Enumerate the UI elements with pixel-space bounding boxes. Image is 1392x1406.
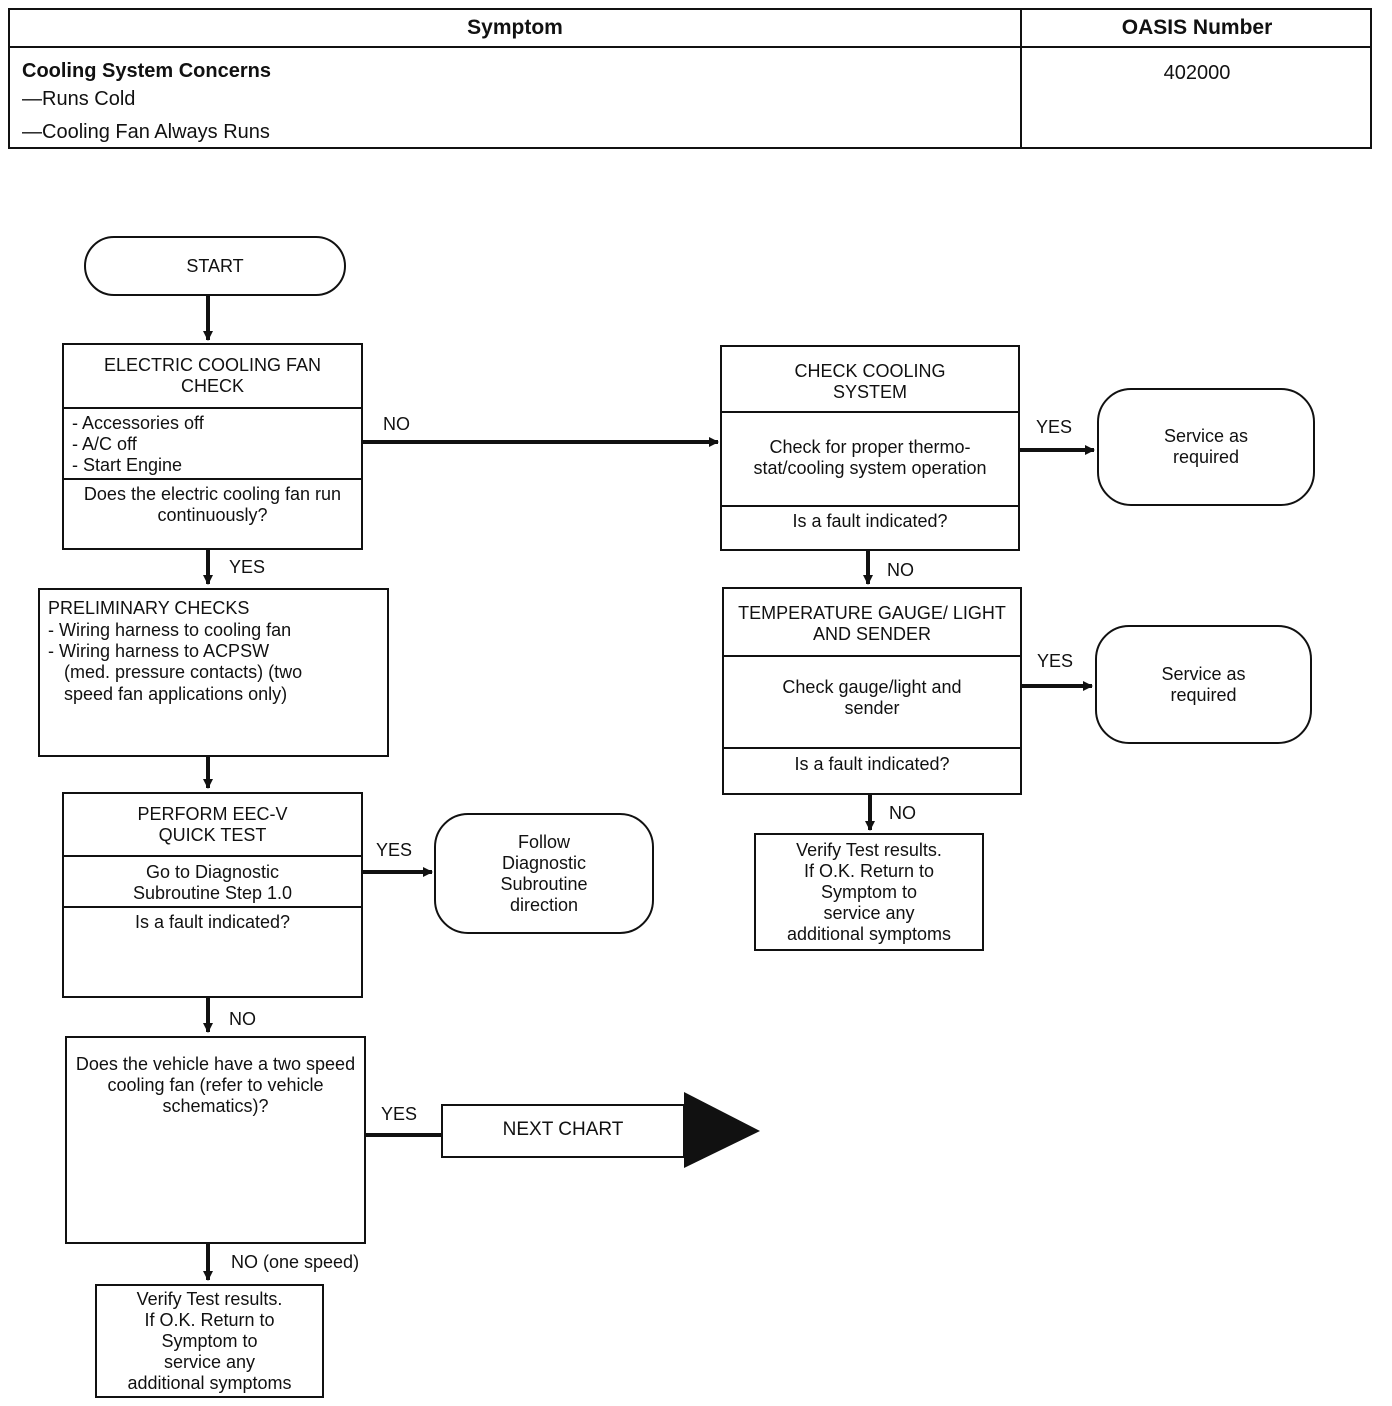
edge-label-yes: YES (1037, 651, 1074, 671)
check-cooling-question: Is a fault indicated? (792, 511, 948, 531)
fan-check-step: - Accessories off (72, 413, 204, 433)
verify-line: If O.K. Return to (144, 1310, 275, 1330)
verify-line: If O.K. Return to (803, 861, 935, 881)
verify-line: additional symptoms (786, 924, 952, 944)
next-chart-label: NEXT CHART (502, 1119, 624, 1140)
temp-gauge-question: Is a fault indicated? (794, 754, 950, 774)
preliminary-item: - Wiring harness to ACPSW (48, 641, 270, 661)
check-cooling-action: Check for proper thermo- stat/cooling sy… (753, 437, 987, 478)
two-speed-question: Does the vehicle have a two speed coolin… (75, 1054, 356, 1116)
verify-line: Symptom to (820, 882, 918, 902)
table-header-divider (10, 46, 1370, 48)
temp-gauge-box: TEMPERATURE GAUGE/ LIGHT AND SENDER Chec… (722, 587, 1022, 795)
follow-diagnostic-terminal: Follow Diagnostic Subroutine direction (434, 813, 654, 934)
symptom-item: —Cooling Fan Always Runs (22, 121, 270, 143)
service-terminal-1: Service as required (1097, 388, 1315, 506)
edge-label-no: NO (889, 803, 916, 823)
verify-line: Symptom to (161, 1331, 258, 1351)
separator (64, 906, 361, 908)
oasis-number: 402000 (1163, 62, 1231, 84)
symptom-column-header: Symptom (467, 16, 563, 39)
oasis-column-header: OASIS Number (1121, 16, 1273, 39)
separator (722, 411, 1018, 413)
edge-label-yes: YES (229, 557, 266, 577)
separator (724, 655, 1020, 657)
symptom-table: Symptom OASIS Number Cooling System Conc… (8, 8, 1372, 149)
service-label: Service as required (1163, 426, 1249, 467)
check-cooling-box: CHECK COOLING SYSTEM Check for proper th… (720, 345, 1020, 551)
verify-line: service any (163, 1352, 256, 1372)
temp-gauge-action: Check gauge/light and sender (782, 677, 962, 718)
check-cooling-title: CHECK COOLING SYSTEM (794, 361, 946, 402)
separator (64, 407, 361, 409)
edge-label-no: NO (383, 414, 410, 434)
preliminary-item: speed fan applications only) (64, 684, 288, 704)
preliminary-checks-box: PRELIMINARY CHECKS - Wiring harness to c… (38, 588, 389, 757)
table-divider (1020, 10, 1022, 147)
start-label: START (186, 255, 244, 276)
quick-test-box: PERFORM EEC-V QUICK TEST Go to Diagnosti… (62, 792, 363, 998)
verify-line: service any (823, 903, 915, 923)
quick-test-question: Is a fault indicated? (134, 912, 291, 932)
fan-check-step: - Start Engine (72, 455, 183, 475)
verify-right-box: Verify Test results. If O.K. Return to S… (754, 833, 984, 951)
quick-test-title: PERFORM EEC-V QUICK TEST (137, 804, 288, 845)
next-chart-box (441, 1104, 685, 1158)
start-terminal: START (84, 236, 346, 296)
verify-left-box: Verify Test results. If O.K. Return to S… (95, 1284, 324, 1398)
fan-check-question: Does the electric cooling fan run contin… (83, 484, 342, 525)
two-speed-box: Does the vehicle have a two speed coolin… (65, 1036, 366, 1244)
edge-label-no: NO (887, 560, 914, 580)
follow-diagnostic-label: Follow Diagnostic Subroutine direction (500, 831, 588, 915)
fan-check-title: ELECTRIC COOLING FAN CHECK (103, 355, 322, 396)
edge-label-yes: YES (1036, 417, 1073, 437)
verify-line: Verify Test results. (136, 1289, 283, 1309)
edge-label-yes: YES (376, 840, 413, 860)
edge-label-no-one-speed: NO (one speed) (231, 1252, 360, 1272)
preliminary-item: - Wiring harness to cooling fan (48, 620, 292, 640)
separator (64, 478, 361, 480)
fan-check-step: - A/C off (72, 434, 137, 454)
service-terminal-2: Service as required (1095, 625, 1312, 744)
temp-gauge-title: TEMPERATURE GAUGE/ LIGHT AND SENDER (738, 603, 1006, 644)
quick-test-action: Go to Diagnostic Subroutine Step 1.0 (132, 862, 293, 903)
separator (64, 855, 361, 857)
preliminary-title: PRELIMINARY CHECKS (48, 598, 250, 618)
fan-check-box: ELECTRIC COOLING FAN CHECK - Accessories… (62, 343, 363, 550)
separator (722, 505, 1018, 507)
edge-label-no: NO (229, 1009, 256, 1029)
service-label: Service as required (1161, 663, 1246, 705)
symptom-item: —Runs Cold (22, 88, 136, 110)
symptom-title: Cooling System Concerns (22, 60, 271, 82)
verify-line: Verify Test results. (796, 840, 942, 860)
next-chart-arrowhead (684, 1092, 760, 1168)
separator (724, 747, 1020, 749)
edge-label-yes: YES (381, 1104, 418, 1124)
preliminary-item: (med. pressure contacts) (two (64, 662, 303, 682)
verify-line: additional symptoms (127, 1373, 292, 1393)
